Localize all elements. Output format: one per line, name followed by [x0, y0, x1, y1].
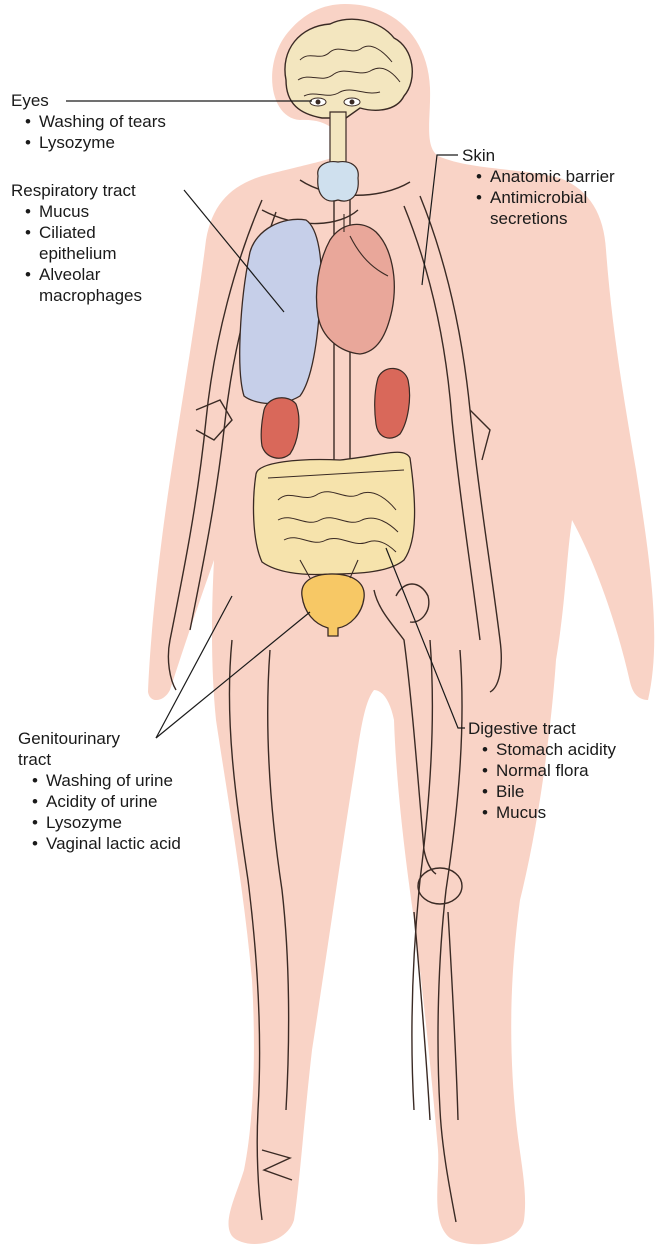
eyes-item: Lysozyme	[25, 132, 166, 153]
skin-item: Anatomic barrier	[476, 166, 615, 187]
respiratory-item: Alveolar	[25, 264, 142, 285]
label-digestive: Digestive tract Stomach acidity Normal f…	[468, 718, 616, 823]
thyroid	[318, 162, 359, 201]
respiratory-item: epithelium	[25, 243, 142, 264]
label-skin: Skin Anatomic barrier Antimicrobial secr…	[462, 145, 615, 229]
label-respiratory: Respiratory tract Mucus Ciliated epithel…	[11, 180, 142, 306]
respiratory-item: Ciliated	[25, 222, 142, 243]
digestive-heading: Digestive tract	[468, 718, 616, 739]
lungs	[240, 219, 321, 403]
genitourinary-heading: Genitourinary	[18, 728, 181, 749]
digestive-item: Stomach acidity	[482, 739, 616, 760]
respiratory-item: macrophages	[25, 285, 142, 306]
respiratory-heading: Respiratory tract	[11, 180, 142, 201]
digestive-item: Bile	[482, 781, 616, 802]
genitourinary-item: Washing of urine	[32, 770, 181, 791]
eyes-heading: Eyes	[11, 90, 166, 111]
digestive-item: Normal flora	[482, 760, 616, 781]
genitourinary-item: Acidity of urine	[32, 791, 181, 812]
skin-heading: Skin	[462, 145, 615, 166]
kidney-left	[261, 398, 299, 458]
digestive-item: Mucus	[482, 802, 616, 823]
label-genitourinary: Genitourinary tract Washing of urine Aci…	[18, 728, 181, 854]
skin-item: secretions	[476, 208, 615, 229]
genitourinary-item: Vaginal lactic acid	[32, 833, 181, 854]
respiratory-item: Mucus	[25, 201, 142, 222]
genitourinary-item: Lysozyme	[32, 812, 181, 833]
eyes-item: Washing of tears	[25, 111, 166, 132]
genitourinary-heading-cont: tract	[18, 749, 181, 770]
label-eyes: Eyes Washing of tears Lysozyme	[11, 90, 166, 153]
intestines	[254, 452, 415, 574]
skin-item: Antimicrobial	[476, 187, 615, 208]
heart	[317, 224, 395, 354]
